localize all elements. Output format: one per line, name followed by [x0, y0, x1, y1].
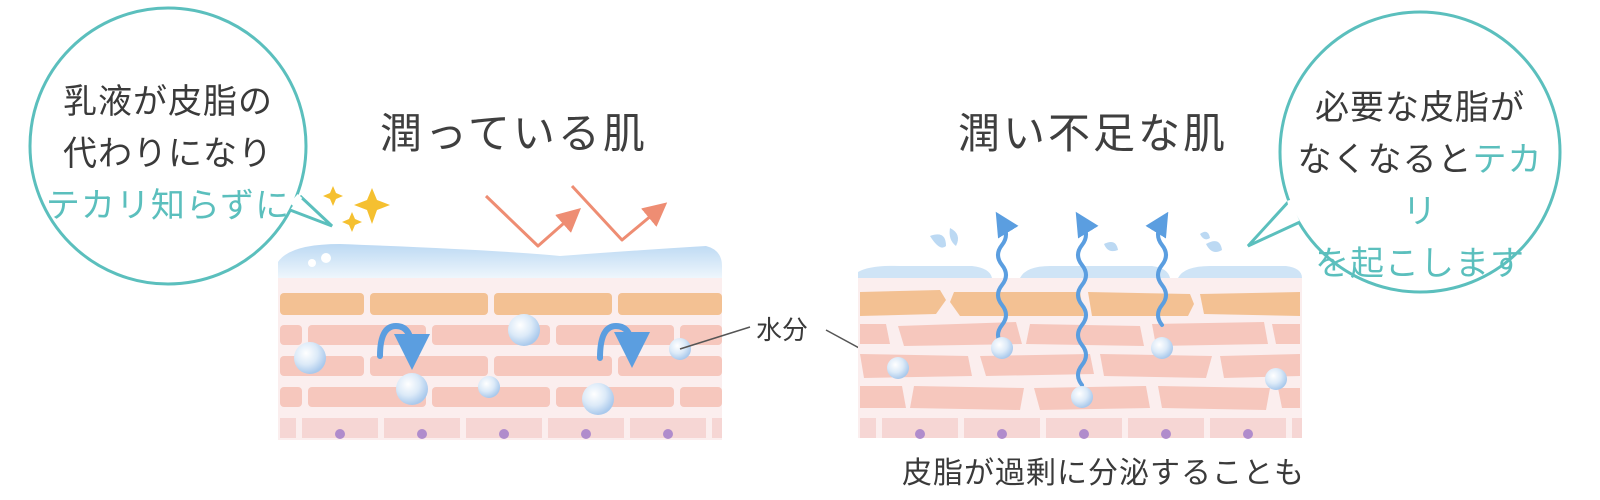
right-bubble-line2: なくなるとテカリ: [1282, 134, 1558, 238]
left-bubble-text: 乳液が皮脂の 代わりになり テカリ知らずに: [40, 76, 296, 232]
oil-layer: [280, 293, 722, 315]
right-bubble-line2-a: なくなると: [1297, 140, 1473, 180]
left-speech-bubble: [28, 6, 334, 286]
left-panel-title: 潤っている肌: [380, 109, 648, 158]
light-reflection-arrows: [484, 184, 668, 248]
water-film: [278, 244, 722, 278]
evaporation-arrows: [995, 211, 1169, 387]
water-label: 水分: [756, 316, 809, 346]
water-droplets: [294, 314, 691, 415]
sparkle-icon: [323, 186, 390, 232]
water-droplets-right: [887, 337, 1287, 408]
right-bubble-line2-b: テカリ: [1402, 140, 1543, 232]
skin-cells: [280, 325, 722, 407]
right-bubble-text: 必要な皮脂が なくなるとテカリ を起こします: [1282, 82, 1558, 290]
left-skin-diagram: [278, 244, 722, 440]
basal-cells-right: [860, 418, 1302, 439]
thin-water-film: [858, 265, 1302, 278]
right-speech-bubble: [1246, 10, 1562, 294]
right-footnote: 皮脂が過剰に分泌することも: [902, 456, 1305, 491]
left-bubble-line1: 乳液が皮脂の: [63, 82, 273, 122]
left-bubble-line3: テカリ知らずに: [45, 186, 291, 226]
water-splash-left: [930, 228, 1222, 252]
right-skin-diagram: [858, 211, 1302, 439]
water-label-leader-left: [679, 326, 751, 350]
basal-cells: [280, 418, 722, 439]
left-bubble-line2: 代わりになり: [63, 134, 273, 174]
moisture-circulation-arrow: [377, 322, 650, 370]
right-bubble-line1: 必要な皮脂が: [1315, 88, 1525, 128]
right-bubble-line3: を起こします: [1315, 244, 1525, 284]
right-panel-title: 潤い不足な肌: [958, 109, 1229, 158]
